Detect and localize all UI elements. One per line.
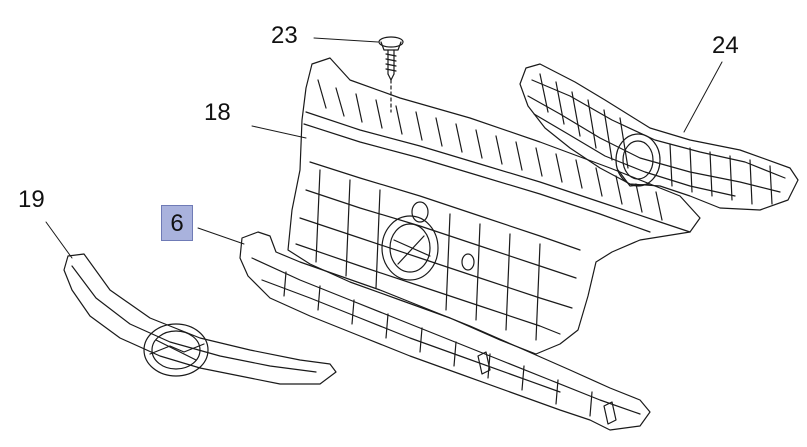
leader-23 [313,37,379,43]
callout-23: 23 [271,22,298,49]
screw-part-23 [378,36,404,113]
leader-lines [45,37,723,259]
callout-24: 24 [712,32,739,59]
callout-6-highlighted[interactable]: 6 [161,205,193,241]
callout-19: 19 [18,186,45,213]
grille-panel-part-18 [287,57,701,355]
trim-strip-part-19 [63,253,337,385]
leader-18 [251,125,307,139]
leader-6 [197,227,245,245]
bracket-part-6 [239,231,651,431]
callout-18: 18 [204,99,231,126]
leader-24 [683,61,723,133]
leader-19 [45,221,73,259]
